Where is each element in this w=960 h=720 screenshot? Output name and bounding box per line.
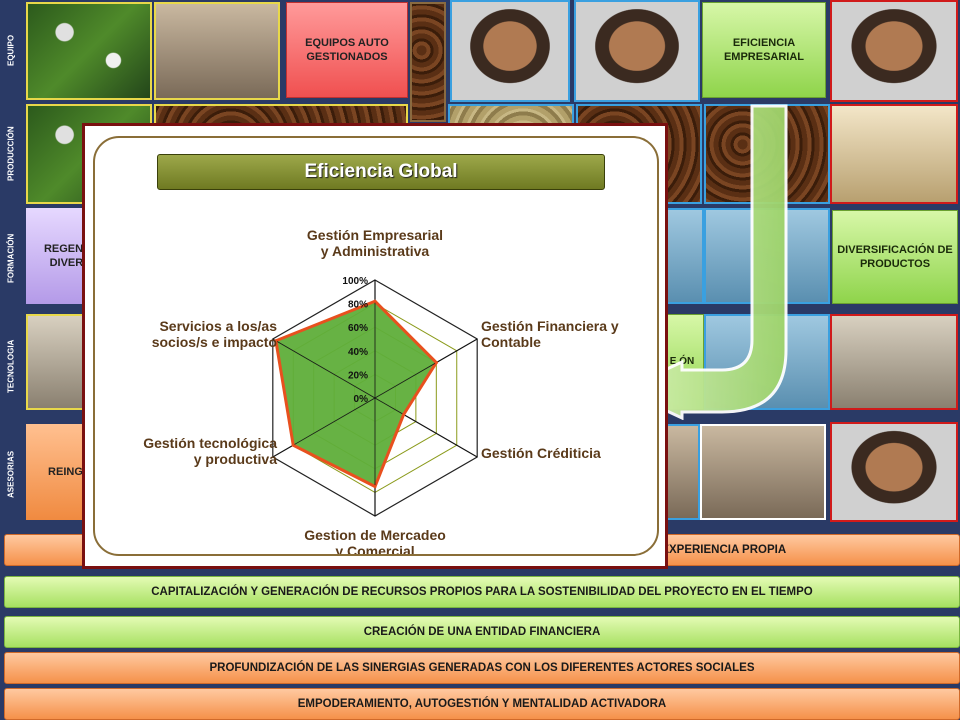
- chart-frame: Eficiencia Global 0% 20% 40% 60% 80% 100% Gest…: [93, 136, 659, 556]
- data-point: [274, 339, 278, 343]
- tile-diversificacion: DIVERSIFICACIÓN DE PRODUCTOS: [832, 210, 958, 304]
- team-photo: [154, 2, 280, 100]
- data-point: [434, 361, 438, 365]
- data-point: [373, 299, 377, 303]
- data-point: [291, 443, 295, 447]
- data-spoke: [293, 397, 376, 446]
- portrait-photo: [830, 0, 958, 102]
- coffee-sack-photo: [410, 2, 446, 122]
- espresso-machine-photo: [830, 314, 958, 410]
- farmer-photo: [26, 2, 152, 100]
- radar-chart-card: Eficiencia Global 0% 20% 40% 60% 80% 100% Gest…: [82, 123, 668, 569]
- bar-entidad-financiera: CREACIÓN DE UNA ENTIDAD FINANCIERA: [4, 616, 960, 648]
- row-label-formacion: FORMACIÓN: [6, 233, 16, 283]
- data-spoke: [275, 340, 376, 399]
- row-label-tecnologia: TECNOLOGIA: [6, 339, 16, 393]
- bar-sinergias: PROFUNDIZACIÓN DE LAS SINERGIAS GENERADA…: [4, 652, 960, 684]
- data-point: [373, 485, 377, 488]
- data-spoke: [374, 397, 404, 415]
- portrait-photo: [574, 0, 700, 102]
- category-label: Gestión Créditicia: [481, 445, 601, 461]
- tick-label: 100%: [342, 276, 368, 287]
- portrait-photo: [450, 0, 570, 102]
- tick-label: 60%: [348, 323, 368, 334]
- tick-label: 20%: [348, 370, 368, 381]
- tick-label: 0%: [354, 394, 369, 405]
- tick-label: 40%: [348, 347, 368, 358]
- data-spoke: [374, 362, 437, 399]
- tick-label: 80%: [348, 300, 368, 311]
- tile-equipos-auto: EQUIPOS AUTO GESTIONADOS: [286, 2, 408, 98]
- bar-empoderamiento: EMPODERAMIENTO, AUTOGESTIÓN Y MENTALIDAD…: [4, 688, 960, 720]
- coffee-product-photo: [830, 104, 958, 204]
- row-label-produccion: PRODUCCIÓN: [6, 126, 16, 182]
- portrait-photo: [830, 422, 958, 522]
- row-label-asesorias: ASESORIAS: [6, 450, 16, 498]
- data-point: [402, 413, 406, 417]
- row-label-equipo: EQUIPO: [6, 34, 16, 66]
- tile-eficiencia-empresarial: EFICIENCIA EMPRESARIAL: [702, 2, 826, 98]
- bar-capitalizacion: CAPITALIZACIÓN Y GENERACIÓN DE RECURSOS …: [4, 576, 960, 608]
- chart-title: Eficiencia Global: [157, 154, 605, 190]
- group-photo: [700, 424, 826, 520]
